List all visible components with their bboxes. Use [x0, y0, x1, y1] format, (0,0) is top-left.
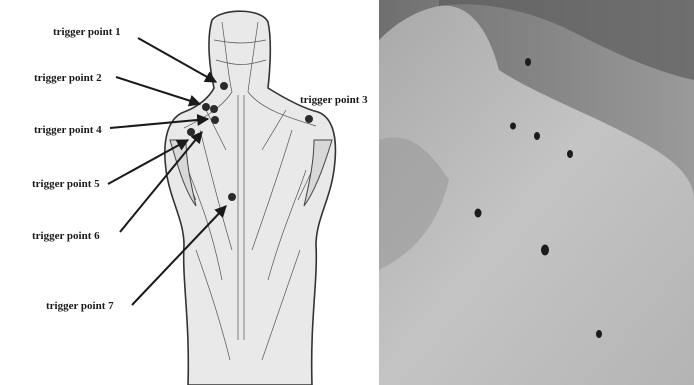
marker-tp3 [305, 115, 313, 123]
label-trigger-point-5: trigger point 5 [32, 178, 100, 190]
label-trigger-point-1: trigger point 1 [53, 26, 121, 38]
photo-marker-1 [525, 58, 531, 66]
anatomy-drawing [0, 0, 376, 385]
marker-tp5 [187, 128, 195, 136]
marker-tp1 [220, 82, 228, 90]
photo-marker-4 [567, 150, 573, 158]
back-photograph [379, 0, 694, 385]
photo-marker-6 [541, 245, 549, 256]
marker-tp2 [202, 103, 210, 111]
label-trigger-point-3: trigger point 3 [300, 94, 368, 106]
label-trigger-point-6: trigger point 6 [32, 230, 100, 242]
photo-marker-7 [596, 330, 602, 338]
photo-marker-5 [475, 209, 482, 218]
anatomy-illustration-panel: trigger point 1 trigger point 2 trigger … [0, 0, 376, 385]
arrow-tp2 [116, 77, 200, 104]
photo-marker-3 [534, 132, 540, 140]
label-trigger-point-2: trigger point 2 [34, 72, 102, 84]
marker-tp4 [211, 116, 219, 124]
marker-tp7 [228, 193, 236, 201]
photograph-panel [379, 0, 694, 385]
arrow-tp1 [138, 38, 216, 82]
marker-tp2b [210, 105, 218, 113]
label-trigger-point-4: trigger point 4 [34, 124, 102, 136]
photo-marker-2 [510, 123, 516, 130]
label-trigger-point-7: trigger point 7 [46, 300, 114, 312]
